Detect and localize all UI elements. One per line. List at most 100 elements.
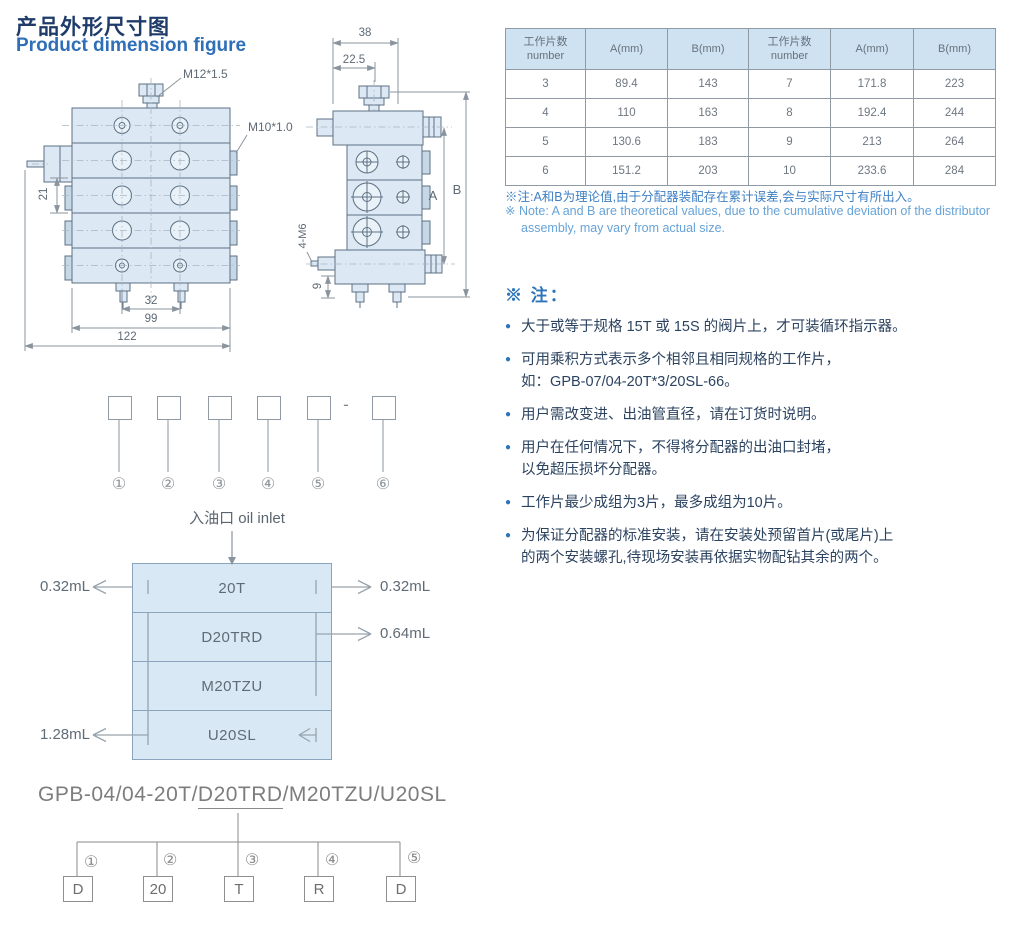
note-item: 用户需改变进、出油管直径，请在订货时说明。 (505, 404, 1010, 426)
table-cell: 9 (748, 127, 831, 157)
model-circled-1: ① (84, 854, 99, 871)
table-header: B(mm) (913, 28, 996, 70)
page-title-en: Product dimension figure (16, 35, 247, 56)
flow-row: M20TZU (133, 661, 331, 710)
note-item: 为保证分配器的标准安装，请在安装处预留首片(或尾片)上 的两个安装螺孔,待现场安… (505, 525, 1010, 569)
table-cell: 89.4 (585, 69, 668, 99)
circled-number-3: ③ (211, 476, 227, 493)
dim-label-m12: M12*1.5 (183, 67, 228, 81)
model-circled-3: ③ (245, 852, 260, 869)
dim-label-99: 99 (144, 313, 158, 325)
table-cell: 244 (913, 98, 996, 128)
table-cell: 4 (505, 98, 586, 128)
table-header: A(mm) (830, 28, 914, 70)
table-cell: 284 (913, 156, 996, 186)
dim-label-32: 32 (144, 295, 158, 307)
note-item: 用户在任何情况下，不得将分配器的出油口封堵， 以免超压损坏分配器。 (505, 437, 1010, 481)
front-view-drawing (26, 83, 238, 309)
circled-number-5: ⑤ (310, 476, 326, 493)
table-cell: 264 (913, 127, 996, 157)
flow-row: U20SL (133, 710, 331, 759)
dim-label-9: 9 (312, 282, 324, 290)
model-box-4: R (304, 876, 334, 902)
flow-row-label: U20SL (207, 726, 257, 744)
table-row: 3 89.4 143 7 171.8 223 (505, 69, 996, 99)
flow-row-label: M20TZU (201, 677, 263, 695)
flow-row: 20T (133, 564, 331, 612)
model-circled-5: ⑤ (407, 850, 422, 867)
dimension-table: 工作片数 number A(mm) B(mm) 工作片数 number A(mm… (505, 28, 996, 186)
table-cell: 6 (505, 156, 586, 186)
dim-label-4M6: 4-M6 (297, 223, 309, 249)
table-cell: 223 (913, 69, 996, 99)
model-code-prefix: GPB-04/04-20T/ (38, 783, 198, 806)
front-view-dimensions (24, 77, 248, 352)
table-cell: 10 (748, 156, 831, 186)
table-cell: 143 (667, 69, 749, 99)
order-code-box-6 (372, 396, 396, 420)
table-cell: 183 (667, 127, 749, 157)
order-code-box-2 (157, 396, 181, 420)
flow-row-label: 20T (218, 579, 246, 597)
circled-number-1: ① (111, 476, 127, 493)
oil-inlet-arrow (228, 531, 236, 565)
dim-label-22-5: 22.5 (342, 54, 366, 66)
table-cell: 8 (748, 98, 831, 128)
table-row: 6 151.2 203 10 233.6 284 (505, 156, 996, 186)
notes-section: ※ 注： 大于或等于规格 15T 或 15S 的阀片上，才可装循环指示器。 可用… (505, 281, 1010, 580)
flow-out-right-top: 0.32mL (380, 578, 431, 595)
table-cell: 5 (505, 127, 586, 157)
note-item: 大于或等于规格 15T 或 15S 的阀片上，才可装循环指示器。 (505, 316, 1010, 338)
dim-label-B: B (452, 182, 462, 197)
flow-row: D20TRD (133, 612, 331, 661)
table-header: A(mm) (585, 28, 668, 70)
model-box-1: D (63, 876, 93, 902)
order-code-dash: - (343, 395, 349, 414)
circled-number-2: ② (160, 476, 176, 493)
table-note-en: ※ Note: A and B are theoretical values, … (505, 204, 991, 235)
table-cell: 203 (667, 156, 749, 186)
page-title-zh: 产品外形尺寸图 (16, 16, 170, 39)
note-item: 工作片最少成组为3片，最多成组为10片。 (505, 492, 1010, 514)
table-cell: 7 (748, 69, 831, 99)
dim-label-21: 21 (38, 187, 50, 201)
side-view-dimensions (306, 38, 470, 299)
model-code: GPB-04/04-20T/D20TRD/M20TZU/U20SL (38, 783, 447, 809)
model-circled-2: ② (163, 852, 178, 869)
model-circled-4: ④ (325, 852, 340, 869)
order-code-box-3 (208, 396, 232, 420)
table-header-row: 工作片数 number A(mm) B(mm) 工作片数 number A(mm… (505, 28, 996, 70)
flow-row-label: D20TRD (201, 628, 263, 646)
dim-label-38: 38 (358, 27, 372, 39)
model-code-underlined: D20TRD (197, 783, 283, 809)
dim-label-m10: M10*1.0 (248, 120, 293, 134)
table-cell: 151.2 (585, 156, 668, 186)
dim-label-122: 122 (117, 331, 137, 343)
flow-diagram-box: 20T D20TRD M20TZU U20SL (132, 563, 332, 760)
note-item-text: 大于或等于规格 15T 或 15S 的阀片上，才可装循环指示器。 (521, 319, 907, 335)
order-code-box-5 (307, 396, 331, 420)
table-row: 4 110 163 8 192.4 244 (505, 98, 996, 128)
model-box-5: D (386, 876, 416, 902)
order-code-connectors (118, 418, 384, 472)
table-row: 5 130.6 183 9 213 264 (505, 127, 996, 157)
table-cell: 130.6 (585, 127, 668, 157)
model-box-3: T (224, 876, 254, 902)
model-code-suffix: /M20TZU/U20SL (282, 783, 447, 806)
table-note-zh: ※注:A和B为理论值,由于分配器装配存在累计误差,会与实际尺寸有所出入。 (505, 190, 920, 204)
table-cell: 233.6 (830, 156, 914, 186)
table-cell: 171.8 (830, 69, 914, 99)
model-code-tree (76, 813, 401, 876)
note-item: 可用乘积方式表示多个相邻且相同规格的工作片， 如：GPB-07/04-20T*3… (505, 349, 1010, 393)
flow-out-left-bottom: 1.28mL (39, 726, 90, 743)
model-box-2: 20 (143, 876, 173, 902)
table-header: 工作片数 number (505, 28, 586, 70)
dim-label-A: A (428, 188, 438, 203)
table-header: 工作片数 number (748, 28, 831, 70)
table-header: B(mm) (667, 28, 749, 70)
order-code-box-4 (257, 396, 281, 420)
table-cell: 213 (830, 127, 914, 157)
circled-number-4: ④ (260, 476, 276, 493)
table-cell: 110 (585, 98, 668, 128)
